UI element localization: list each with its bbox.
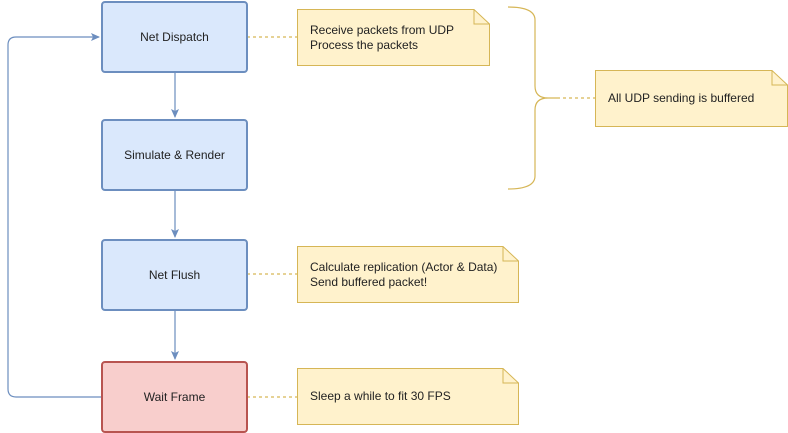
node-label: Simulate & Render [124, 148, 225, 162]
note-line: Calculate replication (Actor & Data) [310, 260, 498, 274]
node-simulate-render[interactable]: Simulate & Render [101, 119, 248, 191]
note-buffered[interactable]: All UDP sending is buffered [595, 70, 788, 127]
node-net-flush[interactable]: Net Flush [101, 239, 248, 311]
note-shape [297, 246, 519, 303]
note-line: Sleep a while to fit 30 FPS [310, 389, 451, 403]
note-line: All UDP sending is buffered [608, 91, 755, 105]
note-flush[interactable]: Calculate replication (Actor & Data) Sen… [297, 246, 519, 303]
node-net-dispatch[interactable]: Net Dispatch [101, 1, 248, 73]
note-shape [297, 9, 490, 66]
note-line: Process the packets [310, 38, 419, 52]
node-label: Net Flush [148, 268, 201, 282]
node-wait-frame[interactable]: Wait Frame [101, 361, 248, 433]
node-label: Wait Frame [143, 390, 206, 404]
note-dispatch[interactable]: Receive packets from UDP Process the pac… [297, 9, 490, 66]
note-line: Receive packets from UDP [310, 23, 455, 37]
curly-brace [507, 6, 557, 190]
note-wait[interactable]: Sleep a while to fit 30 FPS [297, 368, 519, 425]
arrow-loop-back [7, 33, 102, 398]
note-line: Send buffered packet! [310, 275, 428, 289]
note-shape [297, 368, 519, 425]
node-label: Net Dispatch [140, 30, 209, 44]
